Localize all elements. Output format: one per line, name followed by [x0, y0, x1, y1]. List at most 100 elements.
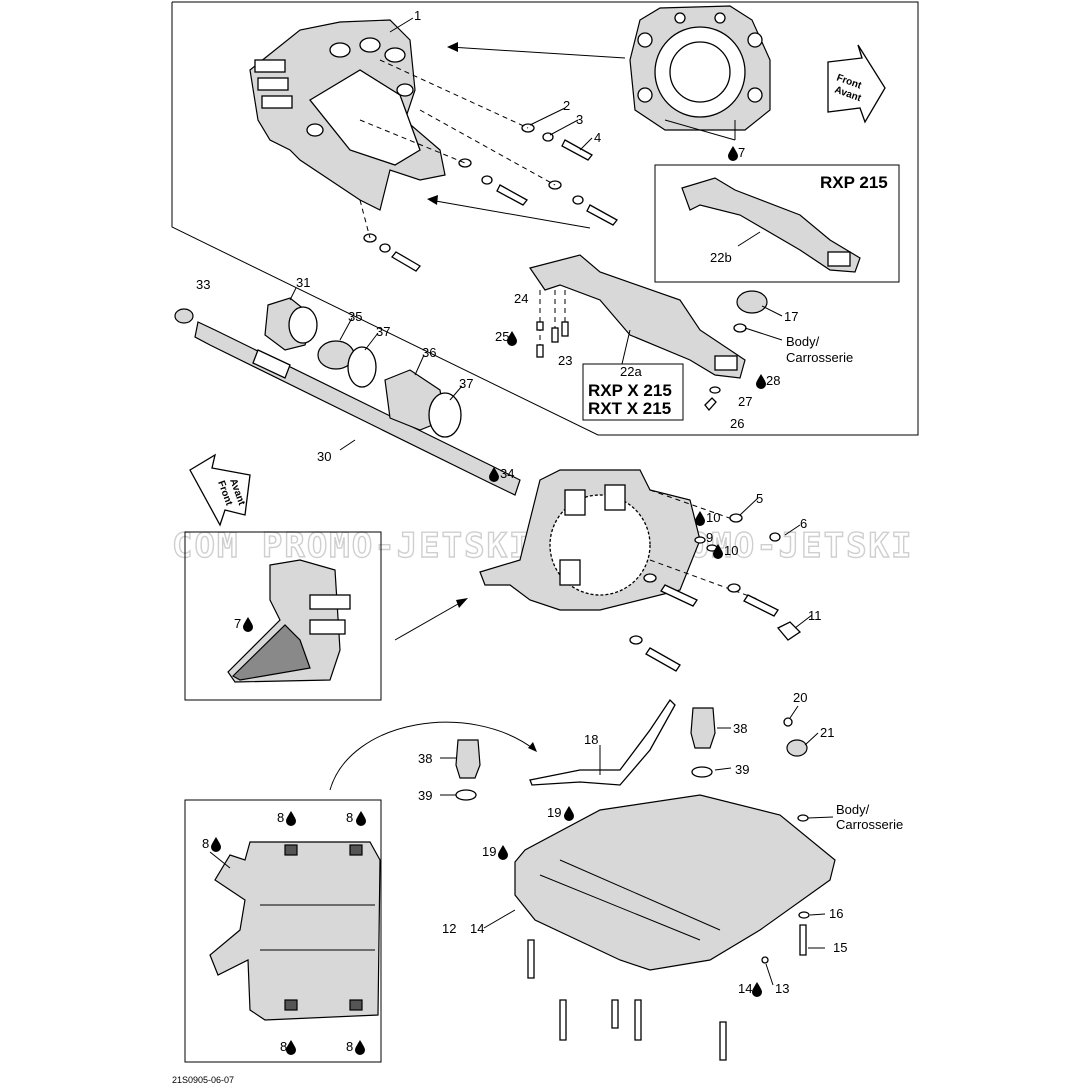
drop-icon-25: [507, 331, 517, 346]
drop-icon-34: [489, 467, 499, 482]
callout-14-arrow: 14: [470, 921, 484, 936]
pump-housing-end-view: [629, 5, 771, 141]
drop-icon-7-inset: [243, 617, 253, 632]
drop-icon-14: [752, 982, 762, 997]
support-22a: [529, 254, 746, 379]
leader-inset-7: [394, 599, 466, 641]
callout-38-right: 38: [733, 721, 747, 736]
callout-13: 13: [775, 981, 789, 996]
inset-8-part: [209, 841, 381, 1021]
callout-2: 2: [563, 98, 570, 113]
callout-39-right: 39: [735, 762, 749, 777]
rxpx-inset-frame: [582, 363, 684, 421]
body-label2-line2: Carrosserie: [836, 817, 903, 832]
rxpx215-label: RXP X 215: [588, 381, 672, 400]
callout-38-left: 38: [418, 751, 432, 766]
callout-28: 28: [766, 373, 780, 388]
callout-25: 25: [495, 329, 509, 344]
callout-27: 27: [738, 394, 752, 409]
inset-8-frame: [184, 799, 382, 1063]
callout-11: 11: [808, 608, 822, 623]
callout-23: 23: [558, 353, 572, 368]
part-33: [174, 308, 194, 324]
body-label-line2: Carrosserie: [786, 350, 853, 365]
callout-34: 34: [500, 466, 514, 481]
rxp215-inset-frame: [654, 164, 900, 283]
callout-8-a: 8: [277, 810, 284, 825]
nozzles-38-39: [455, 707, 716, 801]
callout-14-b: 14: [738, 981, 752, 996]
callout-9: 9: [706, 530, 713, 545]
callout-20: 20: [793, 690, 807, 705]
upper-fasteners: [359, 59, 618, 272]
callout-12: 12: [442, 921, 456, 936]
drop-icon-10-b: [713, 544, 723, 559]
drop-icon-28: [756, 374, 766, 389]
bolts-13-16: [527, 911, 810, 1061]
callout-17: 17: [784, 309, 798, 324]
arrow-head-housing: [447, 42, 458, 52]
screw-26: [704, 397, 717, 412]
callout-19-a: 19: [547, 805, 561, 820]
drop-icon-19-b: [498, 845, 508, 860]
support-22b: [681, 177, 861, 273]
inset-7-frame: [184, 531, 382, 701]
washer-27: [709, 386, 721, 394]
callout-22b: 22b: [710, 250, 732, 265]
callout-30: 30: [317, 449, 331, 464]
leader-lines: [209, 17, 834, 986]
rxtx215-label: RXT X 215: [588, 399, 671, 418]
callout-35: 35: [348, 309, 362, 324]
callout-8-e: 8: [346, 1039, 353, 1054]
callout-7-inset: 7: [234, 616, 241, 631]
inset-7-part: [227, 559, 351, 683]
drop-icon-10-a: [695, 511, 705, 526]
rxp215-label: RXP 215: [820, 173, 888, 192]
leader-support-arrow: [429, 199, 591, 229]
washer-near-17: [733, 323, 747, 333]
drop-icon-7-top: [728, 146, 738, 161]
plug-17: [736, 290, 768, 314]
callout-26: 26: [730, 416, 744, 431]
callout-6: 6: [800, 516, 807, 531]
callout-31: 31: [296, 275, 310, 290]
drop-icon-8-a: [286, 811, 296, 826]
callout-3: 3: [576, 112, 583, 127]
driveshaft-assembly: [174, 297, 521, 496]
callout-39-left: 39: [418, 788, 432, 803]
curve-arrow-head: [528, 742, 537, 752]
callout-22a: 22a: [620, 364, 642, 379]
front-arrow-left: Front Avant: [189, 453, 251, 527]
parts-20-21: [783, 717, 809, 822]
callout-8-d: 8: [280, 1039, 287, 1054]
fasteners-23-25: [536, 290, 569, 358]
ride-plate: [514, 794, 836, 971]
callout-24: 24: [514, 291, 528, 306]
callout-16: 16: [829, 906, 843, 921]
callout-8-b: 8: [346, 810, 353, 825]
drop-icon-8-c: [211, 837, 221, 852]
arrow-head-inset-7: [456, 598, 468, 608]
drop-icons: [211, 146, 766, 1055]
callout-18: 18: [584, 732, 598, 747]
callout-4: 4: [594, 130, 601, 145]
leader-housing-arrow: [449, 46, 626, 59]
front-arrow-top: Front Avant: [827, 44, 886, 124]
callout-37-b: 37: [459, 376, 473, 391]
callout-10-b: 10: [724, 543, 738, 558]
curve-arrow: [329, 721, 536, 791]
callout-19-b: 19: [482, 844, 496, 859]
drop-icon-8-b: [356, 811, 366, 826]
drop-icon-19-a: [564, 806, 574, 821]
callout-10-a: 10: [706, 510, 720, 525]
callout-37-a: 37: [376, 324, 390, 339]
body-label-line1: Body/: [786, 334, 820, 349]
drop-icon-8-d: [286, 1040, 296, 1055]
callout-36: 36: [422, 345, 436, 360]
callout-8-c: 8: [202, 836, 209, 851]
callout-21: 21: [820, 725, 834, 740]
strip-18: [529, 698, 676, 786]
callout-labels: 1 2 3 4 7 22b 24 25 23 17 Body/ Carrosse…: [172, 8, 903, 1085]
callout-5: 5: [756, 491, 763, 506]
